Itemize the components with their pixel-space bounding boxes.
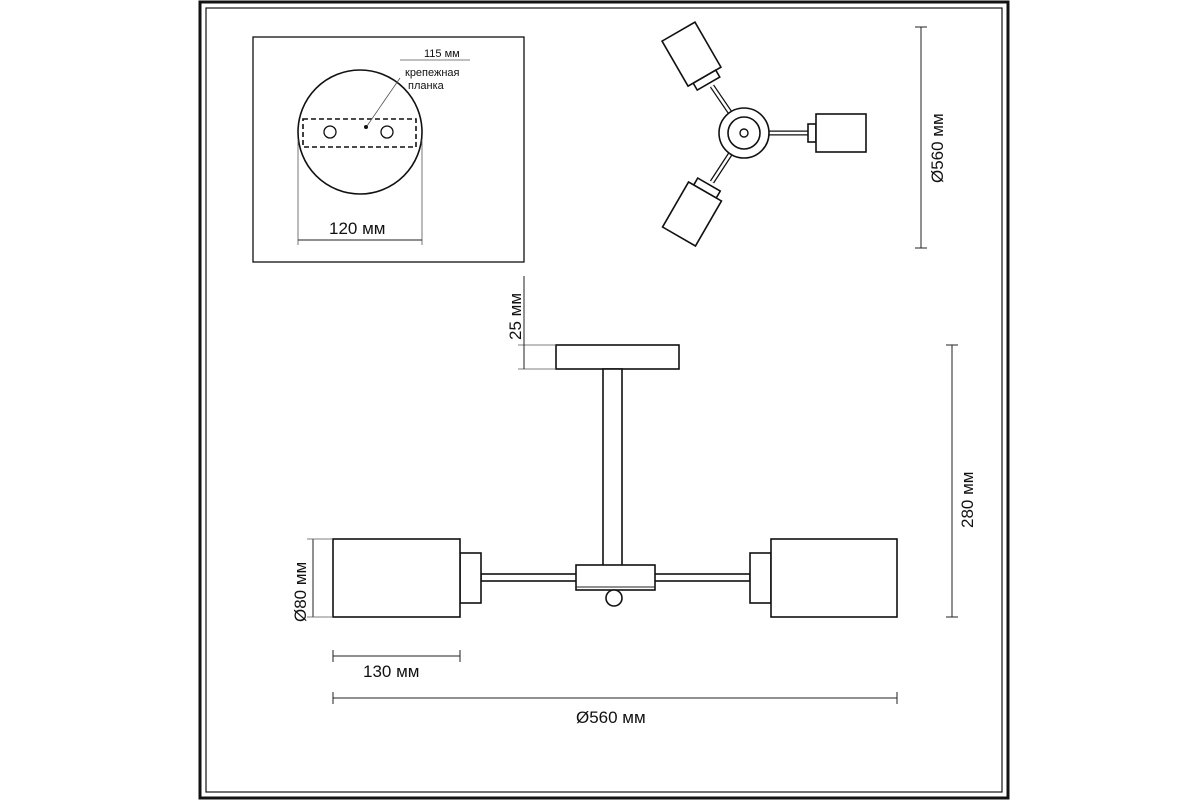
top-shade-upper	[660, 21, 723, 92]
side-socket-right	[749, 552, 772, 604]
screw-hole-left	[323, 125, 337, 139]
screw-hole-right	[380, 125, 394, 139]
outer-frame	[198, 0, 1010, 800]
side-socket-left	[459, 552, 482, 604]
side-canopy	[555, 344, 680, 370]
canopy-circle	[297, 69, 423, 195]
label-top-diameter: Ø560 мм	[928, 113, 947, 183]
top-hub-inner	[739, 128, 749, 138]
label-total-height: 280 мм	[958, 472, 977, 528]
label-canopy-height: 25 мм	[506, 293, 525, 340]
label-plate-line2: планка	[408, 80, 445, 92]
top-shade-right	[807, 113, 867, 153]
side-shade-left	[332, 538, 461, 618]
side-view: 25 мм Ø80 мм 280 мм 130 мм	[291, 276, 977, 727]
label-120: 120 мм	[329, 219, 385, 238]
mounting-plate-dashed	[302, 118, 417, 148]
label-total-diameter: Ø560 мм	[576, 708, 646, 727]
leader-line	[366, 77, 401, 127]
side-arm-right	[653, 573, 751, 582]
side-arm-left	[480, 573, 578, 582]
label-shade-length: 130 мм	[363, 662, 419, 681]
label-shade-diameter: Ø80 мм	[291, 562, 310, 622]
side-hub-knob	[605, 589, 623, 607]
inner-frame	[205, 7, 1003, 793]
side-hub	[575, 564, 656, 591]
mounting-plate-detail: 115 мм крепежная планка 120 мм	[252, 36, 525, 263]
top-view: Ø560 мм	[660, 21, 947, 249]
label-plate-line1: крепежная	[405, 67, 460, 79]
label-115: 115 мм	[424, 48, 460, 60]
detail-box	[252, 36, 525, 263]
side-rod	[602, 368, 623, 568]
top-shade-lower	[661, 176, 723, 248]
side-shade-right	[770, 538, 898, 618]
